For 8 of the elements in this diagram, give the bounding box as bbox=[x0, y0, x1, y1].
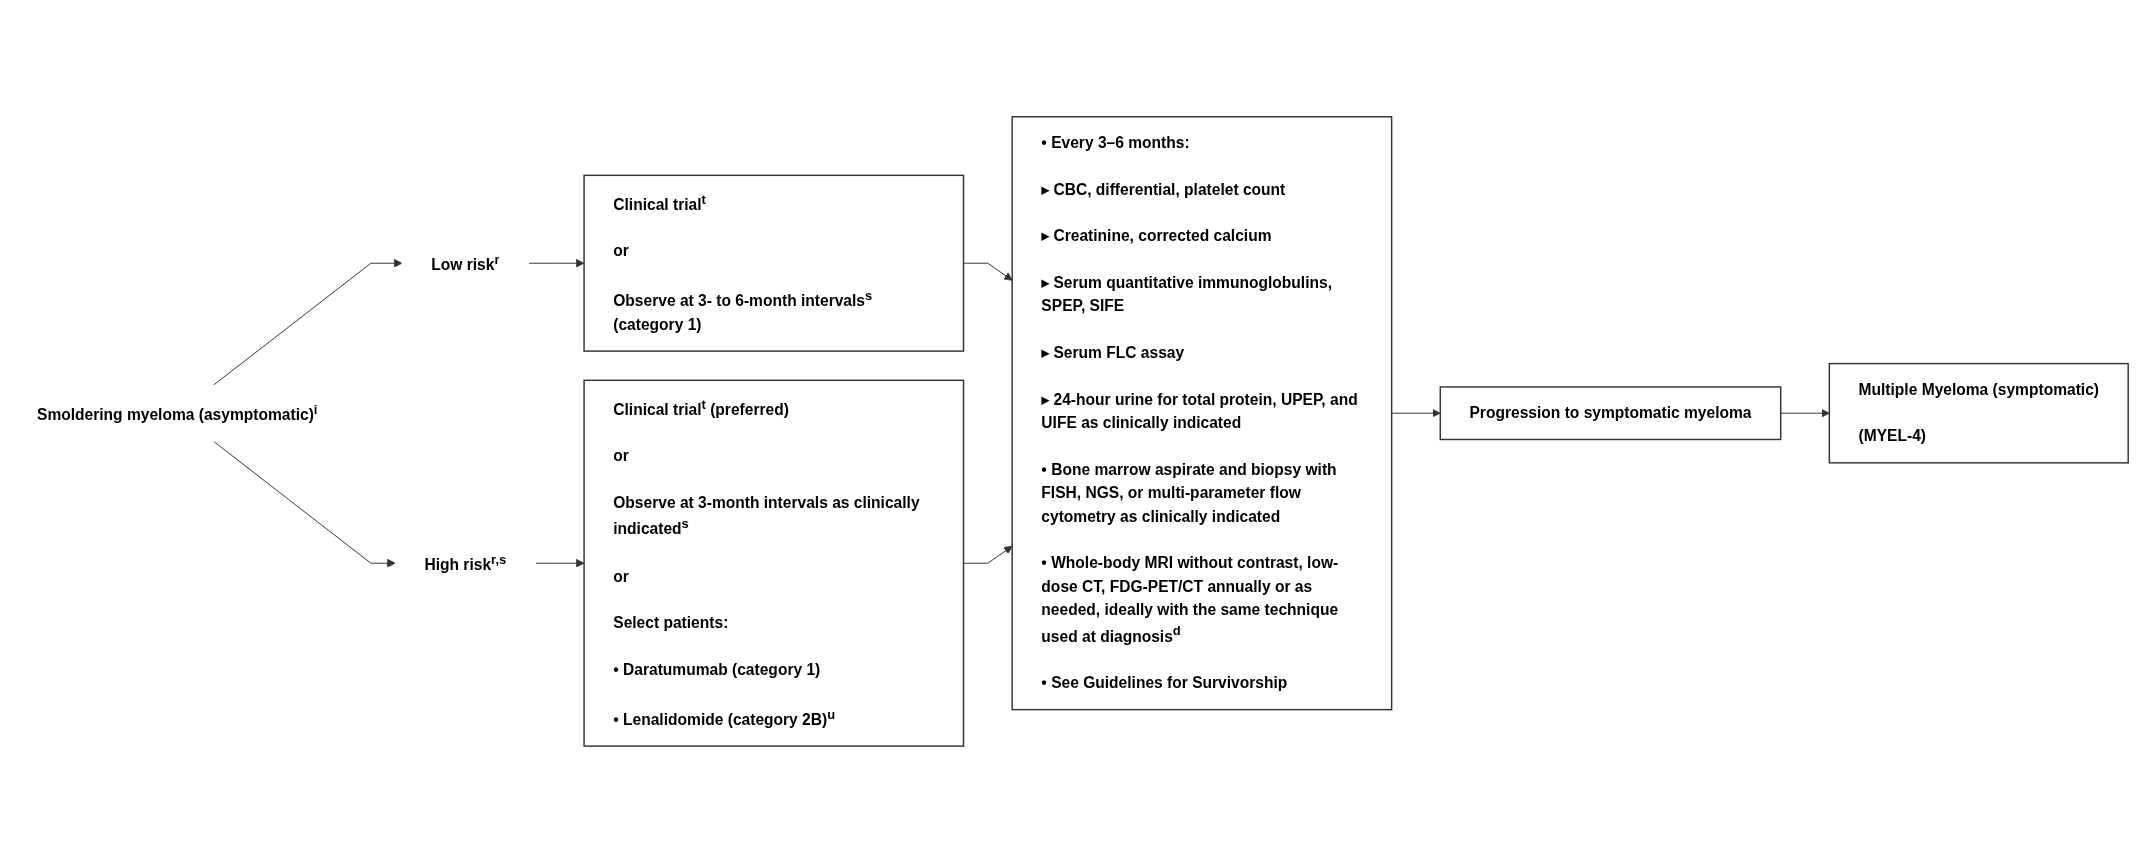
node-box: Clinical trial$^{t}$ (preferred) or Observe at 3-month intervals as clinically indicated$^{s}$ or Select patients: • Daratumumab (category 1) • Lenalidomide (category 2B)$^{u}$ bbox=[583, 379, 965, 747]
node-text: Low risk$^{r}$ bbox=[431, 251, 500, 273]
node-box: • Every 3–6 months: ▸ CBC, differential, platelet count ▸ Creatinine, corrected calcium ▸ Serum quantitative immunoglobulins, SPEP, SIFE ▸ Serum FLC assay ▸ 24-hour urine for total protein, UPEP, and UIFE as clinically indicated • Bone marrow aspirate and biopsy with FISH, NGS, or multi-parameter flow cytometry as clinically indicated • Whole-body MRI without contrast, low-dose CT, FDG-PET/CT annually or as needed, ideally with the same technique used at diagnosis$^{d}$ • See Guidelines for Survivorship bbox=[1011, 115, 1393, 710]
node-box: Multiple Myeloma (symptomatic) (MYEL-4) bbox=[1828, 362, 2129, 464]
node-text: High risk$^{r,s}$ bbox=[424, 551, 507, 573]
node-box: Clinical trial$^{t}$ or Observe at 3- to 6-month intervals$^{s}$ (category 1) bbox=[583, 174, 965, 352]
node-box: Progression to symptomatic myeloma bbox=[1439, 385, 1782, 440]
node-text: Smoldering myeloma (asymptomatic)$^{i}$ bbox=[36, 401, 318, 423]
